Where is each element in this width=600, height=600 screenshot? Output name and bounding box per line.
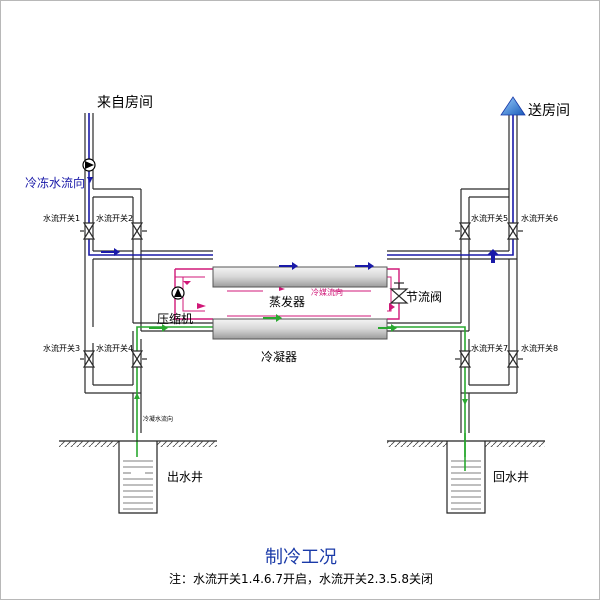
switch-label-5: 水流开关5 (471, 213, 508, 223)
evaporator-tube (212, 266, 388, 288)
well-icon (387, 440, 545, 514)
diagram-title: 制冷工况 (265, 547, 337, 568)
refrigerant-dir-label: 冷媒流向 (311, 287, 343, 297)
valve-icon[interactable] (455, 350, 472, 368)
switch-label-4: 水流开关4 (96, 343, 133, 353)
compressor-label: 压缩机 (157, 311, 193, 326)
inlet-room-label: 来自房间 (97, 95, 153, 111)
cooling-water-lines (136, 326, 466, 471)
cooling-water-dir-label: 冷凝水流向 (143, 415, 173, 423)
pump-icon[interactable] (171, 286, 185, 300)
arrow-icon (134, 314, 468, 405)
pump-icon[interactable] (82, 158, 96, 172)
send-cone-icon (500, 96, 526, 116)
arrow-icon (87, 177, 499, 270)
switch-label-2: 水流开关2 (96, 213, 133, 223)
arrow-icon (183, 281, 395, 311)
switch-label-6: 水流开关6 (521, 213, 558, 223)
return-well-label: 回水井 (493, 470, 529, 484)
diagram-note: 注：水流开关1.4.6.7开启，水流开关2.3.5.8关闭 (169, 571, 433, 586)
outlet-room-label: 送房间 (528, 103, 570, 119)
valve-icon[interactable] (506, 350, 523, 368)
valve-group (80, 222, 523, 368)
switch-label-7: 水流开关7 (471, 343, 508, 353)
chilled-water-lines (88, 113, 514, 256)
valve-icon[interactable] (130, 222, 147, 240)
chilled-water-dir-label: 冷冻水流向 (25, 175, 85, 190)
throttle-valve-icon[interactable] (389, 282, 409, 304)
valve-icon[interactable] (506, 222, 523, 240)
flow-arrows (87, 177, 499, 405)
valve-icon[interactable] (80, 222, 96, 240)
pipe-network (84, 113, 518, 433)
evaporator-label: 蒸发器 (269, 294, 305, 309)
switch-label-1: 水流开关1 (43, 213, 80, 223)
well-icon (59, 440, 217, 514)
supply-well-label: 出水井 (167, 470, 203, 484)
valve-icon[interactable] (130, 350, 147, 368)
throttle-valve-label: 节流阀 (406, 290, 442, 304)
condenser-label: 冷凝器 (261, 349, 297, 364)
condenser-tube (212, 318, 388, 340)
switch-label-3: 水流开关3 (43, 343, 80, 353)
valve-icon[interactable] (80, 350, 96, 368)
valve-icon[interactable] (455, 222, 472, 240)
switch-label-8: 水流开关8 (521, 343, 558, 353)
